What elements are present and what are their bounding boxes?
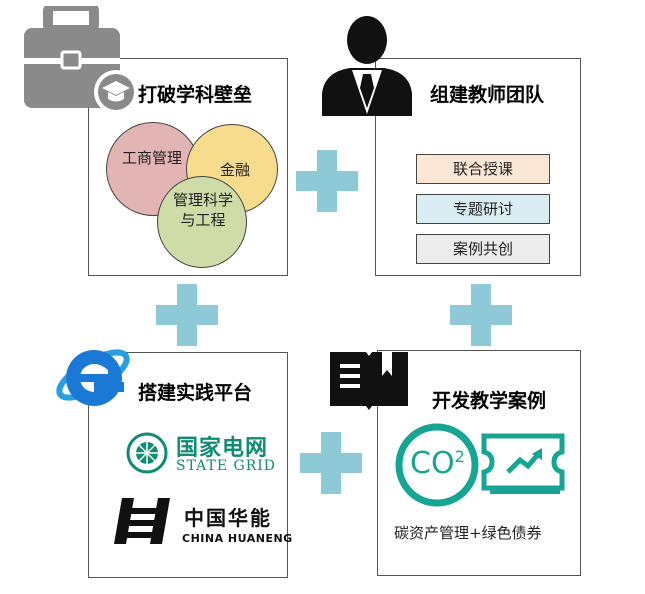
panel-title-practice-platform: 搭建实践平台: [138, 382, 253, 404]
plus-icon-right: [450, 284, 512, 346]
briefcase-graduation-icon: [24, 6, 134, 114]
carbon-trading-ticket-icon: [481, 433, 565, 494]
panel-title-break-barriers: 打破学科壁垒: [138, 84, 253, 106]
plus-icon-top: [296, 150, 358, 212]
circle-label-mse: 管理科学与工程: [172, 191, 233, 229]
plus-icon-left: [156, 284, 218, 346]
co2-icon: [395, 423, 479, 507]
plus-icon-bottom: [300, 432, 362, 494]
state-grid-cn: 国家电网: [176, 436, 269, 461]
state-grid-en: STATE GRID: [176, 458, 276, 474]
panel-title-teaching-cases: 开发教学案例: [432, 390, 547, 412]
internet-explorer-icon: [56, 349, 130, 406]
tag-seminar: 专题研讨: [416, 194, 550, 224]
tag-case-cocreation: 案例共创: [416, 234, 550, 264]
huaneng-cn: 中国华能: [184, 506, 272, 530]
open-book-icon: [330, 352, 408, 410]
panel-teaching-cases: [377, 350, 581, 576]
co2-sub: 2: [454, 447, 465, 466]
circle-label-finance: 金融: [219, 161, 250, 179]
teacher-icon: [322, 16, 412, 116]
circle-management-science: [157, 176, 247, 268]
huaneng-logo-icon: [114, 498, 170, 544]
state-grid-logo-icon: [126, 432, 168, 474]
tag-joint-teaching: 联合授课: [416, 154, 550, 184]
co2-text: CO2: [410, 446, 465, 481]
huaneng-en: CHINA HUANENG: [182, 532, 293, 545]
case-caption: 碳资产管理+绿色债券: [394, 524, 542, 542]
panel-title-teacher-team: 组建教师团队: [430, 84, 545, 106]
circle-label-business: 工商管理: [121, 149, 182, 167]
co2-main: CO: [410, 446, 455, 481]
